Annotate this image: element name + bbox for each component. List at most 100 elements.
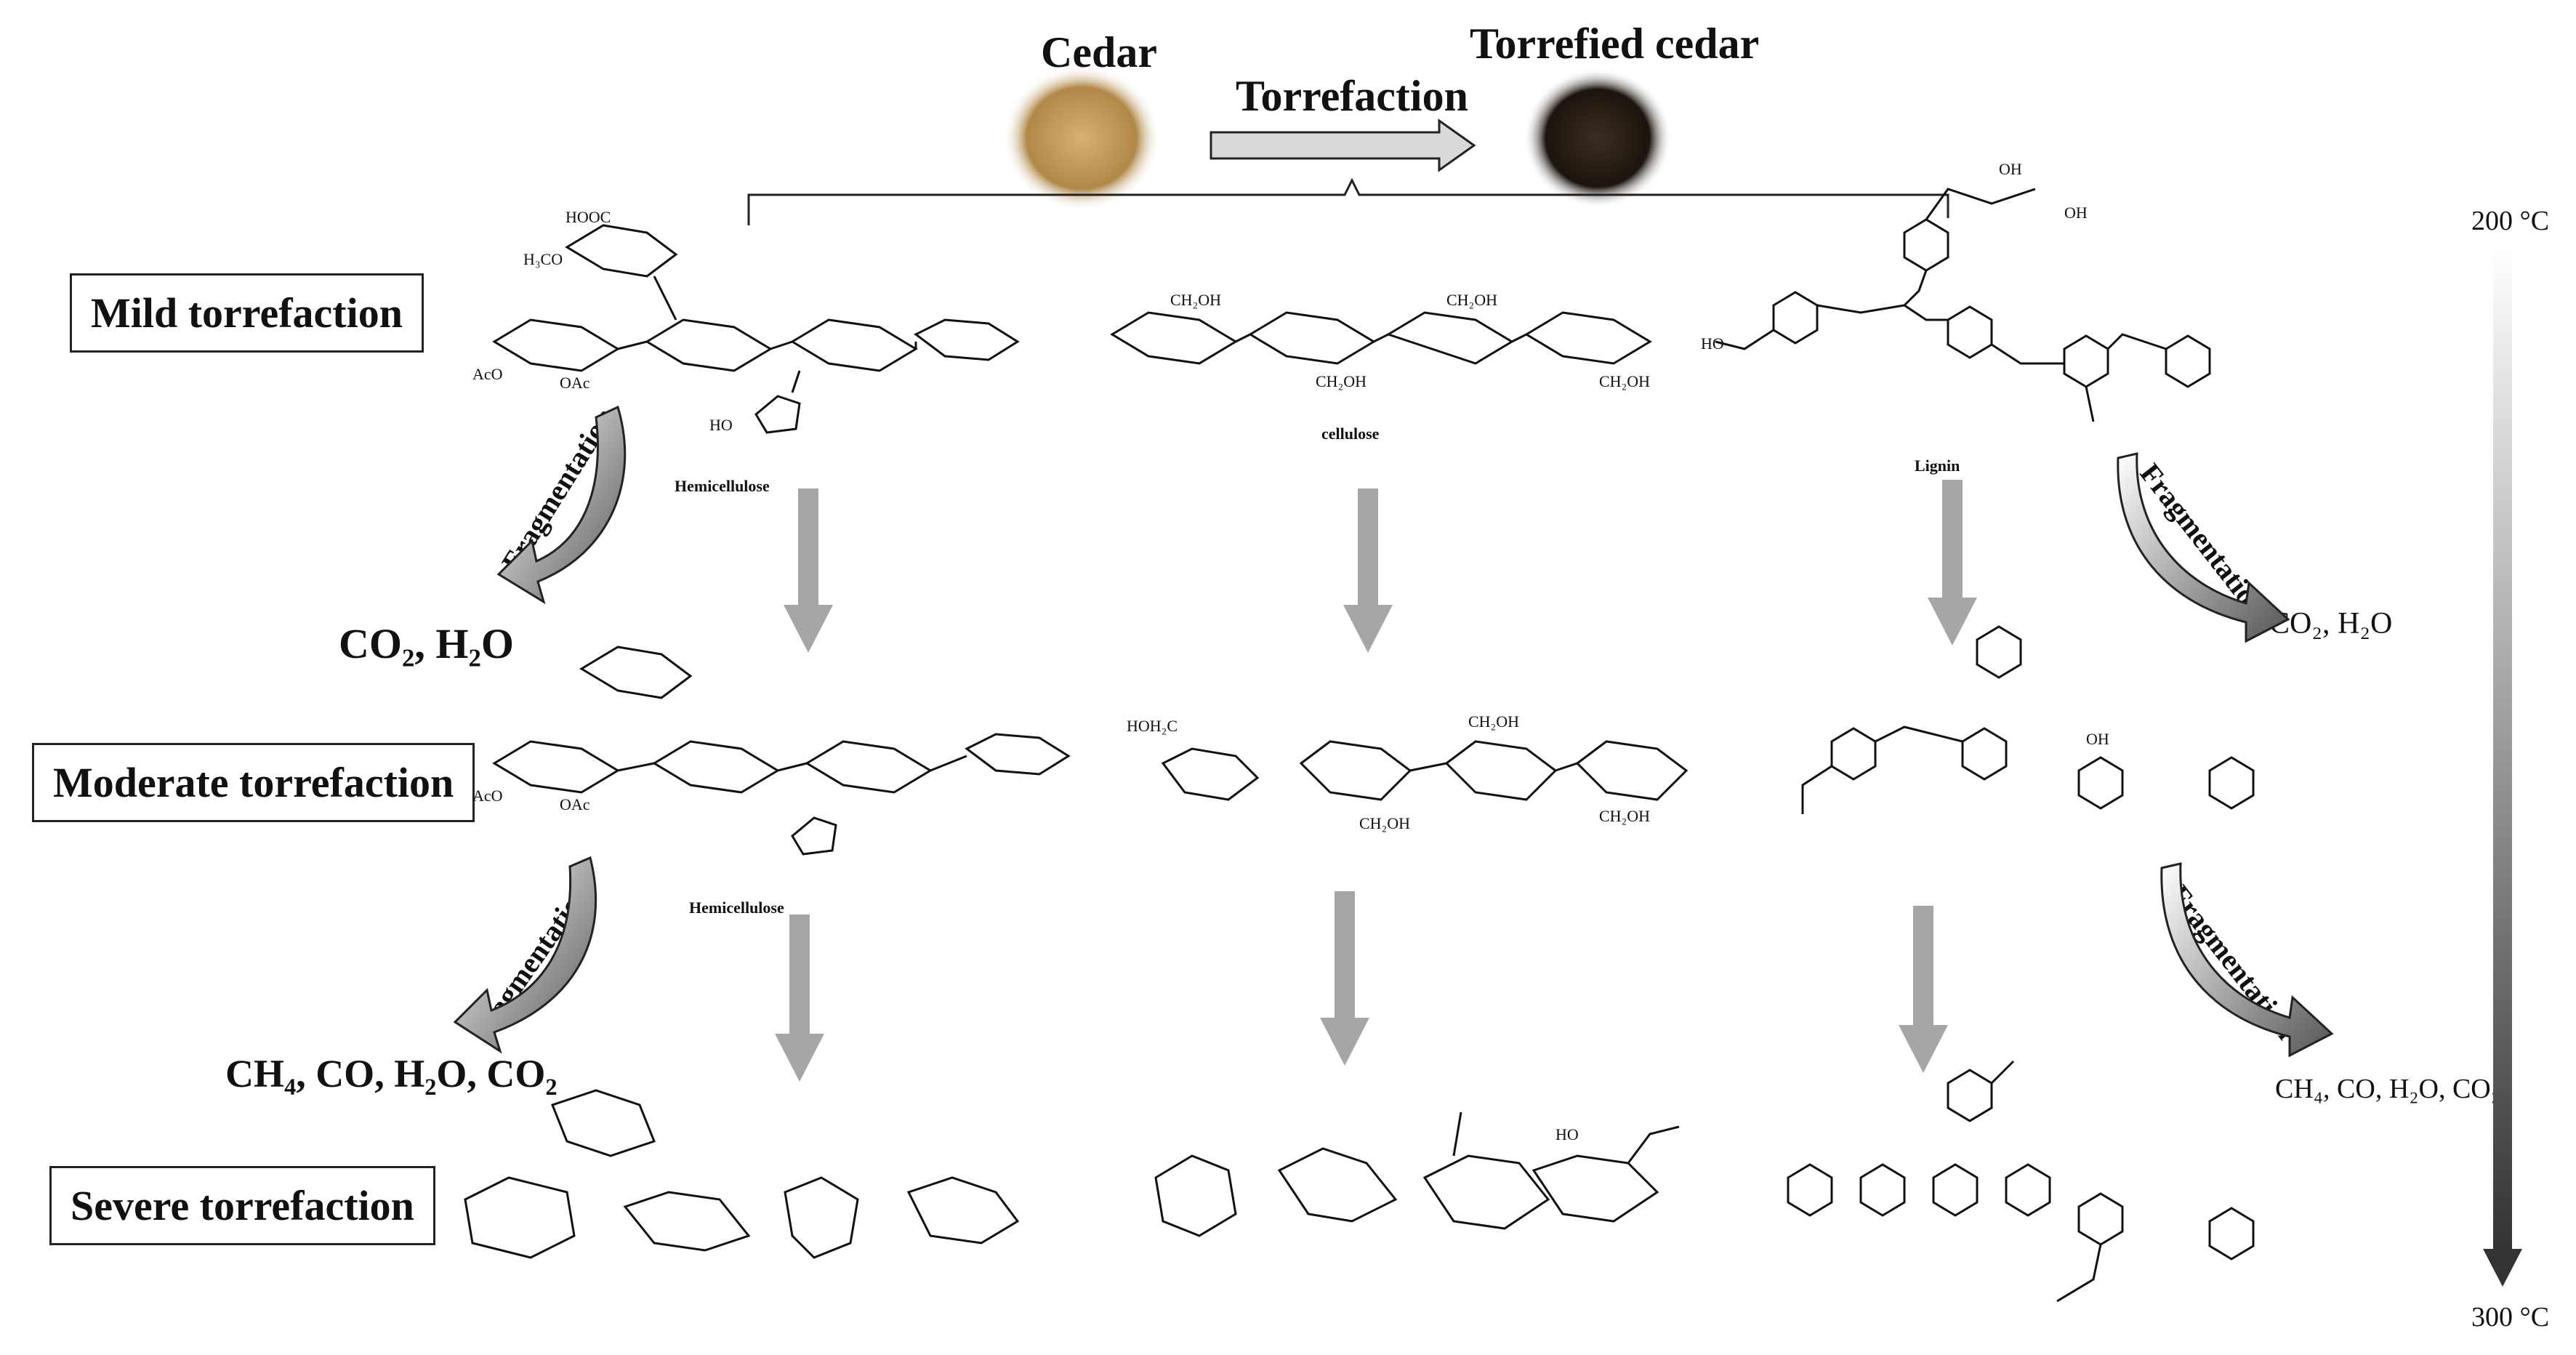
hemicellulose-label-moderate: Hemicellulose xyxy=(689,898,784,917)
label-h3co: H₃CO xyxy=(523,250,563,268)
label-ch2oh-cell-2: CH₂OH xyxy=(1446,291,1497,309)
temperature-bottom-label: 300 °C xyxy=(2471,1302,2550,1332)
label-ho-lig: HO xyxy=(1701,334,1724,353)
hemicellulose-severe-ring-4 xyxy=(784,1176,859,1259)
stage-moderate-box: Moderate torrefaction xyxy=(32,743,475,822)
cellulose-mild-ring-1 xyxy=(1110,311,1238,365)
label-ch2oh-cell-4: CH₂OH xyxy=(1599,372,1650,390)
label-hooc: HOOC xyxy=(565,208,611,226)
hemicellulose-severe-ring-1 xyxy=(464,1176,576,1259)
lignin-severe-ring-top xyxy=(1947,1069,1993,1122)
component-brace xyxy=(747,177,1949,225)
lignin-mild-ring-2 xyxy=(1772,291,1819,345)
molecular-structures xyxy=(464,188,2255,1303)
structure-atom-labels: HOOC H₃CO AcO OAc HO CH₂OH CH₂OH CH₂OH C… xyxy=(472,160,2109,1143)
flow-arrow-cellulose-1 xyxy=(1343,488,1393,653)
label-ch2oh-mod-2: CH₂OH xyxy=(1359,814,1410,832)
label-ch2oh-mod-3: CH₂OH xyxy=(1599,807,1650,825)
temperature-gradient-bar xyxy=(2493,247,2512,1250)
lignin-moderate-ring-5 xyxy=(2208,756,2255,810)
hemicellulose-moderate-furan xyxy=(791,816,837,856)
temperature-gradient-arrowhead xyxy=(2483,1249,2522,1287)
hemicellulose-mild-ring-1 xyxy=(492,318,620,372)
product-co2-h2o-right: CO₂, H₂O xyxy=(2269,607,2393,640)
label-ho-mild: HO xyxy=(709,416,733,434)
lignin-severe-ring-5 xyxy=(2077,1192,2124,1246)
label-oac-mod: OAc xyxy=(560,795,590,813)
hemicellulose-severe-ring-2 xyxy=(551,1089,656,1157)
label-ch2oh-cell-1: CH₂OH xyxy=(1170,291,1221,309)
flow-arrow-cellulose-2 xyxy=(1320,891,1369,1066)
hemicellulose-moderate-ring-2 xyxy=(652,740,780,794)
cellulose-severe-ring-3 xyxy=(1422,1154,1550,1230)
header-graphics xyxy=(747,65,1949,225)
cellulose-mild-ring-2 xyxy=(1248,311,1376,365)
fragmentation-arrow-left-1 xyxy=(496,405,627,605)
cellulose-moderate-ring-4 xyxy=(1575,740,1689,801)
product-gases-right: CH₄, CO, H₂O, CO₂ xyxy=(2275,1074,2500,1104)
stage-mild-box: Mild torrefaction xyxy=(70,273,424,353)
hemicellulose-label-mild: Hemicellulose xyxy=(675,477,770,495)
flow-arrows-row1 xyxy=(784,480,1977,653)
torrefied-cedar-label: Torrefied cedar xyxy=(1470,20,1760,68)
lignin-moderate-ring-3 xyxy=(1961,727,2008,781)
hemicellulose-severe-ring-5 xyxy=(906,1176,1020,1245)
cellulose-mild-ring-3 xyxy=(1385,311,1514,365)
label-oh-lig-2: OH xyxy=(2064,204,2088,222)
cedar-sample-image xyxy=(1003,65,1160,211)
temperature-top-label: 200 °C xyxy=(2471,206,2550,236)
fragmentation-arrow-right-2 xyxy=(2160,862,2334,1058)
hemicellulose-moderate-ring-1 xyxy=(492,740,620,794)
label-oac-mild: OAc xyxy=(560,374,590,392)
cellulose-moderate-ring-3 xyxy=(1444,740,1558,801)
cellulose-severe-ring-4 xyxy=(1531,1154,1659,1223)
lignin-severe-ring-1 xyxy=(1787,1163,1833,1217)
hemicellulose-moderate-ring-top xyxy=(579,646,693,699)
cellulose-severe-ring-1 xyxy=(1154,1154,1237,1237)
hemicellulose-moderate-ring-4 xyxy=(965,733,1071,776)
flow-arrow-lignin-2 xyxy=(1899,906,1948,1073)
label-oh-mod-lig: OH xyxy=(2086,730,2109,748)
hemicellulose-mild-ring-2 xyxy=(645,318,773,372)
flow-arrow-hemicellulose-2 xyxy=(775,914,824,1082)
label-ch2oh-cell-3: CH₂OH xyxy=(1316,372,1367,390)
lignin-severe-ring-2 xyxy=(1859,1163,1906,1217)
hemicellulose-mild-ring-3 xyxy=(790,318,918,372)
cellulose-label: cellulose xyxy=(1321,425,1380,443)
cellulose-severe-ring-2 xyxy=(1277,1147,1398,1223)
torrefaction-label: Torrefaction xyxy=(1236,72,1468,120)
lignin-mild-ring-5 xyxy=(2165,334,2211,388)
label-hoh2c: HOH₂C xyxy=(1127,717,1178,735)
cellulose-moderate-ring-2 xyxy=(1299,740,1412,801)
hemicellulose-severe-ring-3 xyxy=(623,1191,751,1252)
lignin-severe-ring-3 xyxy=(1932,1163,1979,1217)
flow-arrow-hemicellulose-1 xyxy=(784,488,833,653)
torrefied-cedar-sample-image xyxy=(1524,68,1672,208)
label-aco-mild: AcO xyxy=(472,365,503,383)
product-co2-h2o-left: CO₂, H₂O xyxy=(339,620,515,667)
lignin-moderate-ring-1 xyxy=(1976,625,2022,679)
flow-arrow-lignin-1 xyxy=(1928,480,1977,646)
lignin-moderate-ring-2 xyxy=(1830,727,1877,781)
hemicellulose-mild-ring-4 xyxy=(914,318,1020,361)
product-gases-left: CH₄, CO, H₂O, CO₂ xyxy=(225,1052,558,1095)
lignin-label: Lignin xyxy=(1915,457,1960,475)
lignin-mild-ring-3 xyxy=(1947,305,1993,359)
label-oh-lig-1: OH xyxy=(1999,160,2022,178)
label-ch2oh-mod-1: CH₂OH xyxy=(1468,712,1519,731)
fragmentation-arrow-left-2 xyxy=(453,856,597,1054)
lignin-mild-ring-1 xyxy=(1903,218,1949,272)
lignin-mild-ring-4 xyxy=(2063,334,2109,388)
hemicellulose-mild-furan xyxy=(754,395,801,434)
cellulose-mild-ring-4 xyxy=(1524,311,1652,365)
hemicellulose-mild-ring-top xyxy=(565,224,678,278)
torrefaction-arrow xyxy=(1209,118,1476,172)
label-ho-severe: HO xyxy=(1555,1125,1579,1143)
hemicellulose-moderate-ring-3 xyxy=(805,740,933,794)
lignin-severe-ring-4 xyxy=(2005,1163,2051,1217)
fragmentation-arrow-right-1 xyxy=(2117,452,2290,643)
label-aco-mod: AcO xyxy=(472,787,503,805)
stage-severe-box: Severe torrefaction xyxy=(49,1166,435,1245)
cellulose-moderate-ring-1 xyxy=(1161,747,1260,801)
